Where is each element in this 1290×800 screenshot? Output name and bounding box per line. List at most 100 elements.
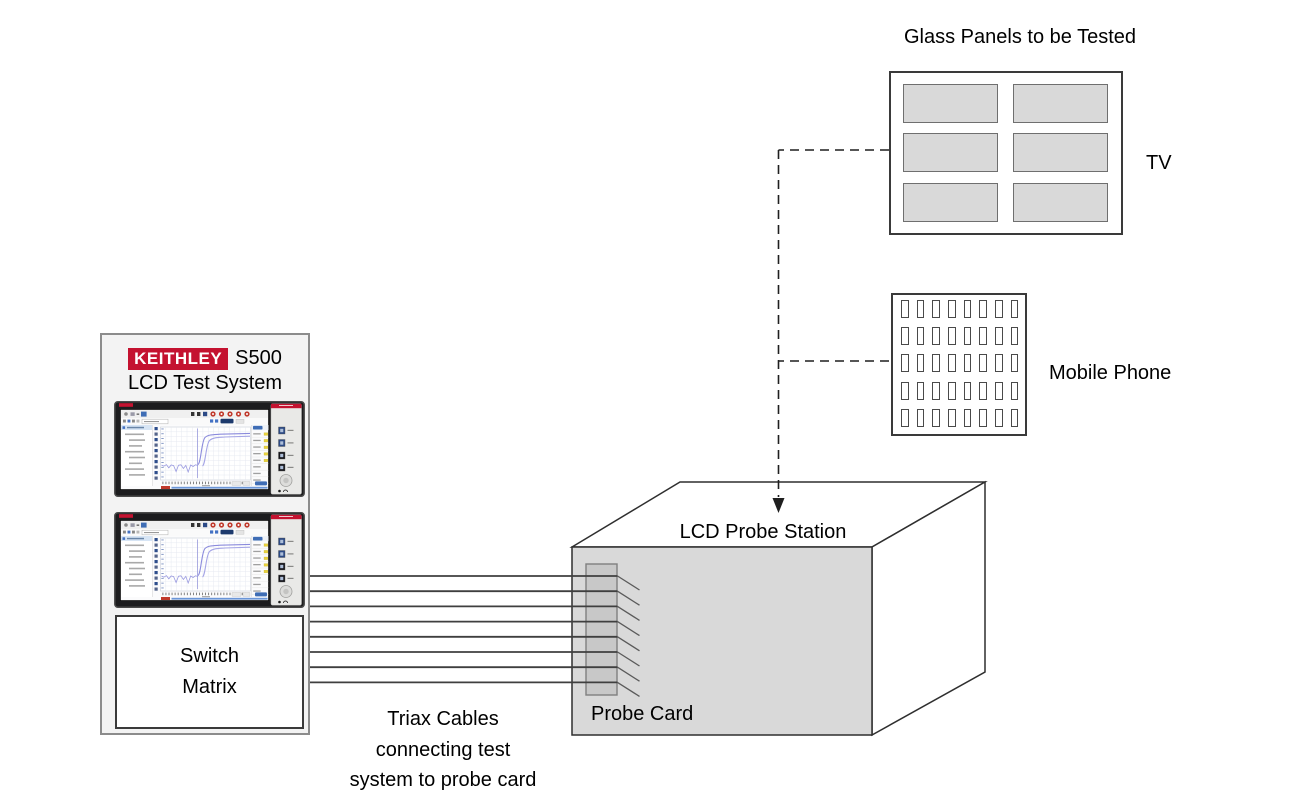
tv-glass-panel bbox=[903, 133, 998, 172]
x-axis-tick-label bbox=[229, 481, 231, 485]
switch-matrix-line1: Switch bbox=[180, 645, 239, 667]
x-axis-tick-label bbox=[214, 592, 216, 596]
status-red-tag bbox=[161, 597, 170, 600]
combobox-text bbox=[144, 421, 159, 423]
button-glyph bbox=[212, 413, 214, 415]
mobile-phone-label: Mobile Phone bbox=[1049, 362, 1172, 384]
mobile-glass-panel bbox=[995, 327, 1003, 346]
triax-cables-caption: Triax Cables connecting test system to p… bbox=[313, 704, 573, 796]
x-axis-tick-label bbox=[211, 481, 213, 485]
button-glyph bbox=[246, 524, 248, 526]
result-row-text bbox=[253, 583, 261, 586]
usb-port-slot bbox=[280, 552, 284, 556]
results-header-button bbox=[253, 425, 263, 430]
port-label-text bbox=[287, 429, 294, 431]
gray-button bbox=[235, 419, 245, 424]
navy-button bbox=[220, 418, 234, 424]
probe-needle-line bbox=[617, 590, 640, 606]
test-step-icon bbox=[154, 543, 158, 547]
usb-port-slot bbox=[280, 564, 284, 569]
noise-baseline-trace bbox=[161, 464, 199, 474]
y-axis-tick-label bbox=[161, 544, 164, 546]
result-row-text bbox=[253, 570, 261, 572]
tree-item-text bbox=[129, 585, 145, 587]
probe-needles bbox=[617, 575, 640, 697]
x-axis-tick-label bbox=[196, 592, 197, 596]
test-step-icon bbox=[154, 560, 158, 564]
port-label-text bbox=[287, 442, 294, 444]
x-axis-tick-label bbox=[241, 592, 243, 596]
port-label-text bbox=[287, 553, 294, 555]
side-panel-model-text bbox=[279, 516, 293, 517]
x-axis-tick-label bbox=[189, 592, 191, 596]
x-axis-tick-label bbox=[214, 481, 216, 485]
tree-item-text bbox=[129, 445, 142, 447]
x-axis-tick-label bbox=[208, 481, 210, 485]
instrument-front-panel bbox=[114, 401, 305, 497]
mobile-glass-panel bbox=[948, 408, 956, 427]
port-label-text bbox=[287, 540, 294, 542]
mobile-glass-panel bbox=[932, 354, 940, 373]
mobile-glass-panel bbox=[948, 381, 956, 400]
keithley-logo: KEITHLEY bbox=[128, 348, 229, 370]
mobile-glass-panel bbox=[995, 300, 1003, 318]
y-axis-tick-label bbox=[161, 442, 164, 444]
glass-panels-heading: Glass Panels to be Tested bbox=[904, 26, 1136, 48]
x-axis-tick-label bbox=[171, 481, 173, 485]
status-badge bbox=[263, 556, 268, 560]
hardware-side-panel bbox=[270, 514, 302, 606]
x-axis-tick-label bbox=[174, 481, 176, 485]
gray-button bbox=[231, 481, 242, 486]
x-axis-tick-label bbox=[177, 481, 179, 485]
small-tool-icon bbox=[123, 419, 126, 423]
result-row-text bbox=[253, 466, 261, 468]
mobile-glass-panel bbox=[948, 300, 956, 318]
usb-port-slot bbox=[280, 441, 284, 445]
x-axis-tick-label bbox=[193, 592, 194, 596]
small-tool-icon bbox=[210, 419, 214, 423]
small-tool-icon bbox=[123, 530, 126, 534]
x-axis-tick-label bbox=[196, 481, 197, 485]
gray-button bbox=[242, 592, 251, 597]
x-axis-tick-label bbox=[183, 481, 185, 485]
button-glyph bbox=[246, 413, 248, 415]
port-label-text bbox=[287, 466, 294, 468]
tv-glass-panel bbox=[1013, 84, 1108, 123]
result-row-text bbox=[253, 439, 261, 442]
sigmoid-curve-1 bbox=[197, 432, 251, 465]
mobile-glass-panel bbox=[1010, 408, 1019, 427]
mobile-glass-panel bbox=[916, 300, 925, 318]
test-step-icon bbox=[154, 454, 158, 458]
dropdown-arrow-icon bbox=[136, 524, 140, 526]
mobile-glass-panel bbox=[1010, 300, 1019, 318]
y-axis-tick-label bbox=[161, 549, 164, 550]
y-axis-tick-label bbox=[161, 573, 164, 574]
x-axis-tick-label bbox=[205, 481, 206, 485]
button-glyph bbox=[237, 524, 240, 526]
x-axis-tick-label bbox=[217, 481, 219, 485]
x-axis-tick-label bbox=[208, 592, 210, 596]
status-red-tag bbox=[161, 486, 170, 489]
mobile-glass-panel bbox=[979, 327, 987, 346]
run-button bbox=[255, 481, 267, 486]
x-axis-tick-label bbox=[162, 481, 164, 485]
tree-item-text bbox=[129, 556, 142, 558]
power-led-icon bbox=[278, 600, 281, 604]
y-axis-tick-label bbox=[161, 476, 164, 478]
tree-item-text bbox=[125, 561, 144, 564]
test-step-icon bbox=[154, 538, 158, 542]
triax-caption-line2: connecting test bbox=[375, 738, 511, 761]
tv-glass-panel bbox=[1013, 183, 1108, 222]
test-step-icon bbox=[154, 443, 158, 447]
tree-header-icon bbox=[122, 426, 126, 429]
y-axis-tick-label bbox=[161, 558, 164, 560]
usb-port-slot bbox=[280, 453, 284, 458]
mobile-glass-panel bbox=[963, 327, 972, 346]
tree-item-text bbox=[129, 462, 142, 465]
result-row-text bbox=[253, 590, 261, 592]
status-badge bbox=[263, 459, 268, 462]
bezel-brand-tag bbox=[119, 403, 133, 407]
tv-glass-panel bbox=[903, 183, 998, 222]
